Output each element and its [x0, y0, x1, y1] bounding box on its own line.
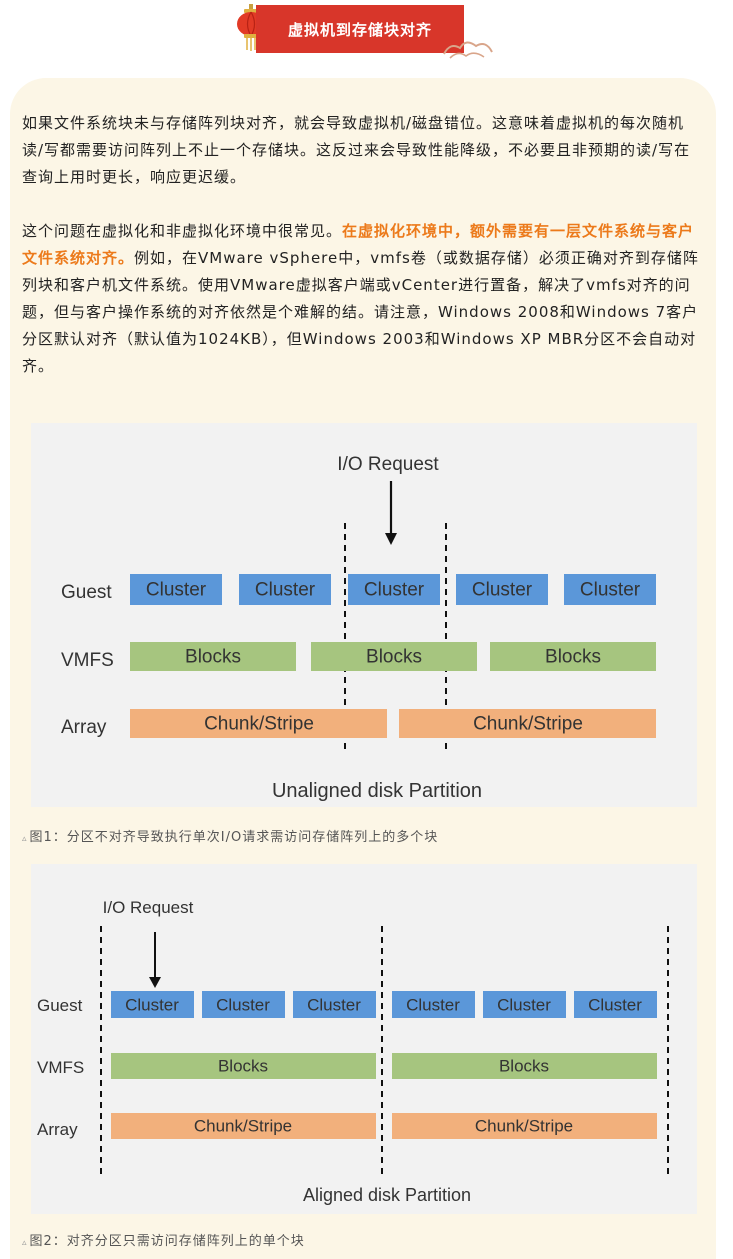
- chunk-box: [111, 1113, 376, 1139]
- cluster-row: Cluster Cluster Cluster Cluster Cluster: [130, 574, 656, 605]
- figure-title: Aligned disk Partition: [303, 1185, 471, 1205]
- row-label-vmfs: VMFS: [37, 1058, 84, 1077]
- paragraph-2-text-rest: 例如，在VMware vSphere中，vmfs卷（或数据存储）必须正确对齐到存…: [22, 249, 699, 375]
- cluster-box: [348, 574, 440, 605]
- paragraph-2-highlight: 在虚拟化环境中，额外需要有一层文件系统与客户文件系统对齐。: [22, 222, 695, 267]
- row-label-array: Array: [61, 717, 107, 738]
- row-label-array: Array: [37, 1120, 78, 1139]
- row-label-guest: Guest: [61, 582, 112, 603]
- cluster-label: Cluster: [216, 996, 270, 1015]
- blocks-box: [490, 642, 656, 671]
- chunk-box: [392, 1113, 657, 1139]
- cluster-box: [202, 991, 285, 1018]
- io-request-label: I/O Request: [337, 454, 439, 475]
- blocks-label: Blocks: [218, 1057, 268, 1076]
- header-banner: 虚拟机到存储块对齐: [0, 0, 733, 72]
- cluster-label: Cluster: [125, 996, 179, 1015]
- chunk-label: Chunk/Stripe: [194, 1117, 292, 1136]
- cloud-ornament-icon: [443, 41, 493, 59]
- blocks-box: [311, 642, 477, 671]
- cluster-label: Cluster: [364, 580, 425, 601]
- figure-2-caption: ▵图2：对齐分区只需访问存储阵列上的单个块: [22, 1230, 305, 1249]
- cluster-box: [574, 991, 657, 1018]
- blocks-box: [130, 642, 296, 671]
- cluster-label: Cluster: [588, 996, 642, 1015]
- cluster-label: Cluster: [580, 580, 641, 601]
- paragraph-1: 如果文件系统块未与存储阵列块对齐，就会导致虚拟机/磁盘错位。这意味着虚拟机的每次…: [22, 114, 691, 186]
- chunk-label: Chunk/Stripe: [473, 714, 583, 735]
- row-label-guest: Guest: [37, 996, 83, 1015]
- cluster-label: Cluster: [307, 996, 361, 1015]
- blocks-row: Blocks Blocks Blocks: [130, 642, 656, 671]
- cluster-box: [456, 574, 548, 605]
- triangle-icon: ▵: [22, 1238, 28, 1248]
- cluster-label: Cluster: [255, 580, 316, 601]
- paragraph-2-text: 这个问题在虚拟化和非虚拟化环境中很常见。: [22, 222, 343, 240]
- figure-1-caption: ▵图1：分区不对齐导致执行单次I/O请求需访问存储阵列上的多个块: [22, 826, 438, 845]
- blocks-label: Blocks: [499, 1057, 549, 1076]
- cluster-row: Cluster Cluster Cluster Cluster Cluster …: [111, 991, 657, 1018]
- page-title: 虚拟机到存储块对齐: [256, 5, 464, 53]
- blocks-label: Blocks: [366, 647, 422, 668]
- chunk-label: Chunk/Stripe: [204, 714, 314, 735]
- caption-text: 图2：对齐分区只需访问存储阵列上的单个块: [29, 1234, 305, 1249]
- cluster-box: [392, 991, 475, 1018]
- chunk-row: Chunk/Stripe Chunk/Stripe: [111, 1113, 657, 1139]
- cluster-box: [293, 991, 376, 1018]
- chunk-box: [130, 709, 387, 738]
- blocks-box: [392, 1053, 657, 1079]
- figure-title: Unaligned disk Partition: [272, 780, 482, 802]
- arrow-down-icon: [149, 977, 161, 988]
- chunk-label: Chunk/Stripe: [475, 1117, 573, 1136]
- cluster-label: Cluster: [472, 580, 533, 601]
- blocks-box: [111, 1053, 376, 1079]
- aligned-diagram: I/O Request Guest VMFS Array Cluster Clu…: [37, 898, 669, 1205]
- io-request-label: I/O Request: [103, 898, 194, 917]
- blocks-row: Blocks Blocks: [111, 1053, 657, 1079]
- cluster-box: [111, 991, 194, 1018]
- cluster-label: Cluster: [406, 996, 460, 1015]
- blocks-label: Blocks: [545, 647, 601, 668]
- unaligned-diagram: I/O Request Guest VMFS Array Cluster Clu…: [61, 454, 656, 802]
- cluster-label: Cluster: [146, 580, 207, 601]
- cluster-label: Cluster: [497, 996, 551, 1015]
- caption-text: 图1：分区不对齐导致执行单次I/O请求需访问存储阵列上的多个块: [29, 830, 439, 845]
- blocks-label: Blocks: [185, 647, 241, 668]
- paragraph-2: 这个问题在虚拟化和非虚拟化环境中很常见。在虚拟化环境中，额外需要有一层文件系统与…: [22, 218, 706, 380]
- chunk-box: [399, 709, 656, 738]
- cluster-box: [239, 574, 331, 605]
- cluster-box: [483, 991, 566, 1018]
- cluster-box: [564, 574, 656, 605]
- triangle-icon: ▵: [22, 834, 28, 844]
- cluster-box: [130, 574, 222, 605]
- arrow-down-icon: [385, 533, 397, 545]
- figure-aligned: I/O Request Guest VMFS Array Cluster Clu…: [31, 864, 697, 1214]
- row-label-vmfs: VMFS: [61, 650, 114, 671]
- chunk-row: Chunk/Stripe Chunk/Stripe: [130, 709, 656, 738]
- figure-unaligned: I/O Request Guest VMFS Array Cluster Clu…: [31, 423, 697, 807]
